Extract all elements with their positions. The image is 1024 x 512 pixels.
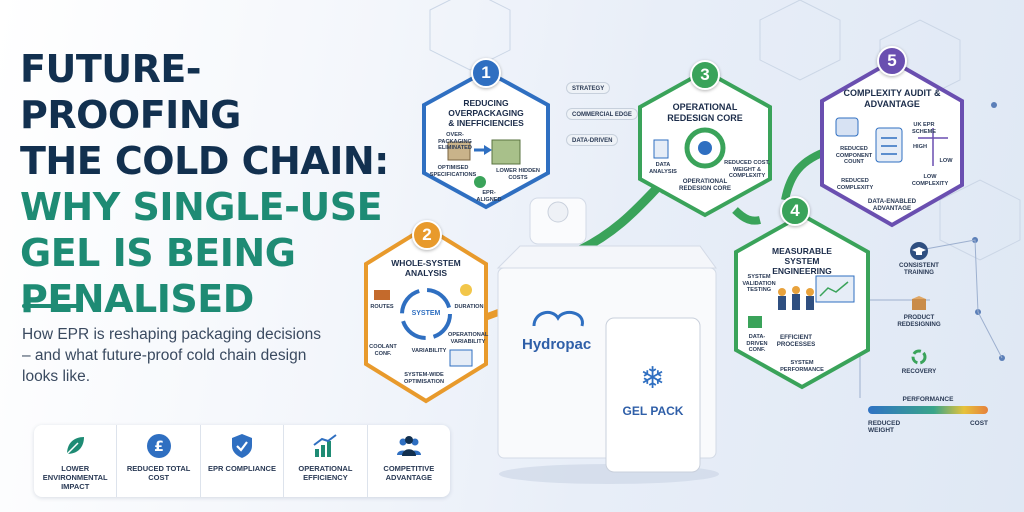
- step-5-label-low: LOW: [939, 158, 953, 164]
- benefit-competitive: COMPETITIVE ADVANTAGE: [368, 425, 450, 497]
- step-5-label-reduced-complexity: REDUCED COMPLEXITY: [836, 178, 874, 191]
- step-1-label-overpackaging: OVER-PACKAGING ELIMINATED: [438, 132, 472, 151]
- step-4-badge: 4: [780, 196, 810, 226]
- page-title: FUTURE-PROOFING THE COLD CHAIN: WHY SING…: [20, 46, 400, 322]
- tag-data-driven: DATA-DRIVEN: [566, 134, 619, 146]
- right-list-label: PRODUCT REDESIGNING: [897, 314, 941, 328]
- right-list-label: CONSISTENT TRAINING: [899, 262, 939, 276]
- step-3-label-core: OPERATIONAL REDESIGN CORE: [679, 178, 731, 192]
- box-icon: [912, 296, 926, 310]
- benefit-label: COMPETITIVE ADVANTAGE: [383, 464, 435, 482]
- step-2-label-optimisation: SYSTEM-WIDE OPTIMISATION: [404, 372, 444, 385]
- benefit-label: EPR COMPLIANCE: [208, 464, 276, 473]
- step-3-label-data-analysis: DATA ANALYSIS: [649, 162, 677, 175]
- step-3-hexagon: OPERATIONAL REDESIGN CORE DATA ANALYSIS …: [636, 68, 774, 218]
- benefit-cost: £ REDUCED TOTAL COST: [117, 425, 201, 497]
- step-4-title: MEASURABLE SYSTEM ENGINEERING: [772, 246, 832, 276]
- right-list-training: CONSISTENT TRAINING: [884, 242, 954, 276]
- step-2-center: SYSTEM: [411, 310, 441, 317]
- people-icon: [396, 436, 421, 456]
- step-5-badge: 5: [877, 46, 907, 76]
- benefit-epr: EPR COMPLIANCE: [201, 425, 285, 497]
- performance-bar: [868, 406, 988, 414]
- step-2-label-variability: VARIABILITY: [411, 348, 447, 354]
- step-1-label-epr: EPR-ALIGNED: [476, 190, 502, 203]
- performance-label: PERFORMANCE: [902, 396, 954, 403]
- step-2-badge: 2: [412, 220, 442, 250]
- product-brand: Hydropac: [522, 336, 592, 353]
- title-line-5: PENALISED: [20, 277, 254, 321]
- performance-scale: PERFORMANCE REDUCED WEIGHT COST: [868, 396, 988, 434]
- step-5-title: COMPLEXITY AUDIT & ADVANTAGE: [843, 88, 941, 109]
- benefit-environment: LOWER ENVIRONMENTAL IMPACT: [34, 425, 118, 497]
- gel-pack-label: GEL PACK: [622, 404, 684, 418]
- step-2-label-duration: DURATION: [454, 304, 484, 310]
- step-3-label-reduced: REDUCED COST, WEIGHT & COMPLEXITY: [724, 160, 770, 179]
- title-line-3: WHY SINGLE-USE: [20, 185, 383, 229]
- step-1-title: REDUCING OVERPACKAGING & INEFFICIENCIES: [448, 98, 524, 128]
- step-4-label-efficient: EFFICIENT PROCESSES: [776, 334, 816, 348]
- step-2-title: WHOLE-SYSTEM ANALYSIS: [391, 258, 461, 278]
- step-5-label-low-complexity: LOW COMPLEXITY: [911, 174, 949, 187]
- snowflake-icon: ❄: [640, 362, 666, 395]
- step-2-label-operational-variability: OPERATIONAL VARIABILITY: [448, 332, 489, 345]
- performance-right-label: COST: [969, 420, 988, 427]
- tag-commercial-edge: COMMERCIAL EDGE: [566, 108, 638, 120]
- product-box: Hydropac ❄ GEL PACK: [494, 196, 724, 486]
- step-1-badge: 1: [471, 58, 501, 88]
- benefit-efficiency: OPERATIONAL EFFICIENCY: [284, 425, 368, 497]
- shield-check-icon: [232, 434, 253, 458]
- step-3-badge: 3: [690, 60, 720, 90]
- benefits-bar: LOWER ENVIRONMENTAL IMPACT £ REDUCED TOT…: [34, 425, 450, 497]
- step-2-label-routes: ROUTES: [370, 304, 394, 310]
- graduation-cap-icon: [910, 242, 928, 260]
- benefit-label: LOWER ENVIRONMENTAL IMPACT: [42, 464, 108, 491]
- title-line-4: GEL IS BEING: [20, 231, 296, 275]
- step-3-title: OPERATIONAL REDESIGN CORE: [667, 102, 743, 123]
- subtitle: How EPR is reshaping packaging decisions…: [22, 326, 321, 385]
- step-5-label-component-count: REDUCED COMPONENT COUNT: [835, 146, 873, 165]
- right-list-redesigning: PRODUCT REDESIGNING: [884, 294, 954, 328]
- step-5-label-high: HIGH: [913, 144, 927, 150]
- benefit-label: REDUCED TOTAL COST: [126, 464, 191, 482]
- title-line-2: THE COLD CHAIN:: [20, 139, 389, 183]
- leaf-icon: [66, 437, 85, 455]
- step-5-label-data-enabled: DATA-ENABLED ADVANTAGE: [867, 198, 917, 212]
- step-1-label-costs: LOWER HIDDEN COSTS: [496, 168, 540, 181]
- recycle-icon: [911, 349, 927, 365]
- step-1-label-specifications: OPTIMISED SPECIFICATIONS: [429, 165, 477, 178]
- right-list-label: RECOVERY: [901, 368, 937, 375]
- step-1-hexagon: REDUCING OVERPACKAGING & INEFFICIENCIES …: [420, 68, 552, 210]
- step-4-hexagon: MEASURABLE SYSTEM ENGINEERING SYSTEM VAL…: [732, 212, 872, 390]
- title-divider: [22, 304, 80, 308]
- tag-strategy: STRATEGY: [566, 82, 611, 94]
- step-5-label-uk-epr: UK EPR SCHEME: [912, 122, 936, 135]
- step-4-label-data-driven: DATA-DRIVEN CONF.: [746, 334, 768, 353]
- benefit-label: OPERATIONAL EFFICIENCY: [298, 464, 353, 482]
- pound-coin-icon: £: [146, 434, 171, 458]
- step-2-hexagon: WHOLE-SYSTEM ANALYSIS SYSTEM ROUTES DURA…: [362, 224, 490, 404]
- step-4-label-performance: SYSTEM PERFORMANCE: [780, 360, 824, 373]
- svg-text:£: £: [154, 439, 164, 455]
- performance-left-label: REDUCED WEIGHT: [868, 420, 901, 434]
- bar-chart-icon: [313, 434, 338, 457]
- right-list-recovery: RECOVERY: [884, 348, 954, 375]
- title-line-1: FUTURE-PROOFING: [20, 47, 241, 137]
- step-4-label-validation: SYSTEM VALIDATION TESTING: [742, 274, 776, 293]
- step-2-label-coolant: COOLANT CONF.: [369, 344, 397, 357]
- step-5-hexagon: COMPLEXITY AUDIT & ADVANTAGE REDUCED COM…: [818, 58, 966, 228]
